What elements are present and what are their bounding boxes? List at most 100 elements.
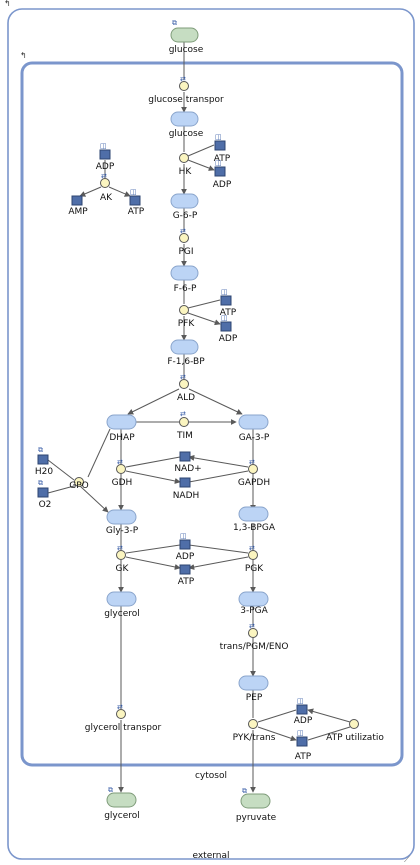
link-icon: ⧉ — [172, 19, 177, 27]
species-glycerol[interactable]: glycerol — [104, 591, 140, 619]
clone-icon: ◫ — [215, 133, 222, 141]
cofactor-atp-gk[interactable]: ATP — [178, 564, 195, 587]
cofactor-adp-ak[interactable]: ADP — [96, 149, 115, 172]
reversible-icon: ⇄ — [180, 373, 186, 381]
cofactor-atp-ak[interactable]: ATP — [128, 195, 145, 217]
link-icon: ⧉ — [38, 446, 43, 454]
cofactor-nadh[interactable]: NADH — [173, 477, 200, 501]
cofactor-h2o[interactable]: H20 — [35, 454, 53, 477]
species-glucose[interactable]: glucose — [169, 111, 204, 139]
reaction-label: GDH — [112, 478, 133, 488]
clone-icon: ◫ — [297, 697, 304, 705]
cofactor-adp-hk[interactable]: ADP — [213, 166, 232, 190]
reversible-icon: ⇄ — [249, 622, 255, 630]
species-label: DHAP — [109, 433, 135, 443]
collapse-icon[interactable]: ↰ — [20, 51, 27, 60]
species-glucose-external[interactable]: glucose — [169, 27, 204, 55]
species-label: glucose — [169, 45, 204, 55]
reaction-hk[interactable]: HK — [179, 153, 193, 178]
cofactor-adp-gk[interactable]: ADP — [176, 539, 195, 562]
clone-icon: ◫ — [130, 188, 137, 196]
clone-icon: ◫ — [215, 159, 222, 167]
compartment-cytosol[interactable] — [20, 61, 404, 767]
reaction-gdh[interactable]: GDH — [112, 464, 133, 489]
reaction-tim[interactable]: TIM — [176, 417, 193, 442]
reversible-icon: ⇄ — [249, 458, 255, 466]
reversible-icon: ⇄ — [249, 544, 255, 552]
species-g6p[interactable]: G-6-P — [170, 193, 199, 221]
species-label: glycerol — [104, 609, 140, 619]
reaction-ald[interactable]: ALD — [177, 379, 195, 404]
cofactor-atp-hk[interactable]: ATP — [214, 140, 231, 164]
cofactor-nad[interactable]: NAD+ — [174, 451, 202, 474]
reversible-icon: ⇄ — [180, 75, 186, 83]
species-f6p[interactable]: F-6-P — [170, 265, 199, 294]
species-label: pyruvate — [236, 813, 277, 823]
reaction-label: PFK — [178, 319, 196, 329]
species-gly3p[interactable]: Gly-3-P — [106, 509, 139, 536]
species-ga3p[interactable]: GA-3-P — [238, 414, 270, 443]
reversible-icon: ⇄ — [117, 703, 123, 711]
reversible-icon: ⇄ — [117, 544, 123, 552]
reaction-label: ALD — [177, 393, 195, 403]
clone-icon: ◫ — [221, 314, 228, 322]
reaction-label: ATP utilizatio — [326, 733, 384, 743]
reaction-pgi[interactable]: PGI — [178, 233, 194, 258]
cofactor-amp-ak[interactable]: AMP — [68, 195, 88, 217]
cofactor-label: H20 — [35, 467, 53, 477]
species-glycerol-external[interactable]: glycerol — [104, 792, 140, 821]
collapse-icon[interactable]: ↰ — [4, 0, 11, 8]
reaction-pgk[interactable]: PGK — [245, 550, 264, 575]
species-3pga[interactable]: 3-PGA — [238, 591, 269, 616]
species-label: glucose — [169, 129, 204, 139]
reaction-gapdh[interactable]: GAPDH — [238, 464, 270, 489]
cofactor-label: ATP — [220, 308, 237, 318]
cofactor-atp-pyk[interactable]: ATP — [295, 736, 312, 762]
reaction-label: PGI — [178, 247, 193, 257]
cofactor-label: NAD+ — [174, 464, 201, 474]
cofactor-label: ATP — [214, 154, 231, 164]
reversible-icon: ⇄ — [117, 458, 123, 466]
cofactor-label: ADP — [219, 334, 238, 344]
reaction-label: GPO — [69, 481, 89, 491]
reaction-pfk[interactable]: PFK — [178, 305, 196, 330]
species-label: F-1,6-BP — [167, 357, 205, 367]
cofactor-label: NADH — [173, 491, 200, 501]
reaction-glycerol-transport[interactable]: glycerol transpor — [85, 709, 162, 734]
cofactor-adp-pyk[interactable]: ADP — [294, 704, 313, 726]
reaction-gpo[interactable]: GPO — [69, 477, 89, 492]
cofactor-label: ATP — [128, 207, 145, 217]
reaction-label: TIM — [176, 431, 193, 441]
reaction-label: PYK/trans — [233, 733, 276, 743]
reaction-glucose-transport[interactable]: glucose transpor — [148, 81, 224, 106]
compartment-cytosol-label: cytosol — [195, 771, 227, 781]
species-dhap[interactable]: DHAP — [106, 414, 137, 443]
species-f16bp[interactable]: F-1,6-BP — [167, 339, 205, 367]
species-pyruvate-external[interactable]: pyruvate — [236, 793, 277, 823]
species-label: 1,3-BPGA — [233, 523, 276, 533]
reaction-label: glucose transpor — [148, 95, 224, 105]
link-icon: ⧉ — [108, 786, 113, 794]
compartment-external[interactable] — [7, 8, 415, 860]
species-label: glycerol — [104, 811, 140, 821]
resize-handle-icon[interactable]: ⟋ — [404, 855, 411, 865]
reaction-atp-utilization[interactable]: ATP utilizatio — [326, 719, 384, 744]
reversible-icon: ⇄ — [101, 172, 107, 180]
reaction-ak[interactable]: AK — [100, 178, 113, 204]
cofactor-label: ADP — [176, 552, 195, 562]
reaction-gk[interactable]: GK — [116, 550, 130, 575]
cofactor-o2[interactable]: O2 — [37, 487, 51, 510]
species-bpga[interactable]: 1,3-BPGA — [233, 506, 276, 533]
cofactor-label: AMP — [68, 207, 88, 217]
compartment-external-label: external — [192, 851, 229, 861]
reaction-label: trans/PGM/ENO — [220, 642, 289, 652]
species-pep[interactable]: PEP — [238, 675, 269, 703]
reaction-label: HK — [179, 167, 193, 177]
species-label: Gly-3-P — [106, 526, 139, 536]
cofactor-atp-pfk[interactable]: ATP — [220, 295, 237, 318]
cofactor-adp-pfk[interactable]: ADP — [219, 321, 238, 344]
reaction-pyk-trans[interactable]: PYK/trans — [233, 719, 276, 744]
reaction-label: PGK — [245, 564, 264, 574]
reaction-trans-pgm-eno[interactable]: trans/PGM/ENO — [220, 628, 289, 653]
clone-icon: ◫ — [297, 729, 304, 737]
